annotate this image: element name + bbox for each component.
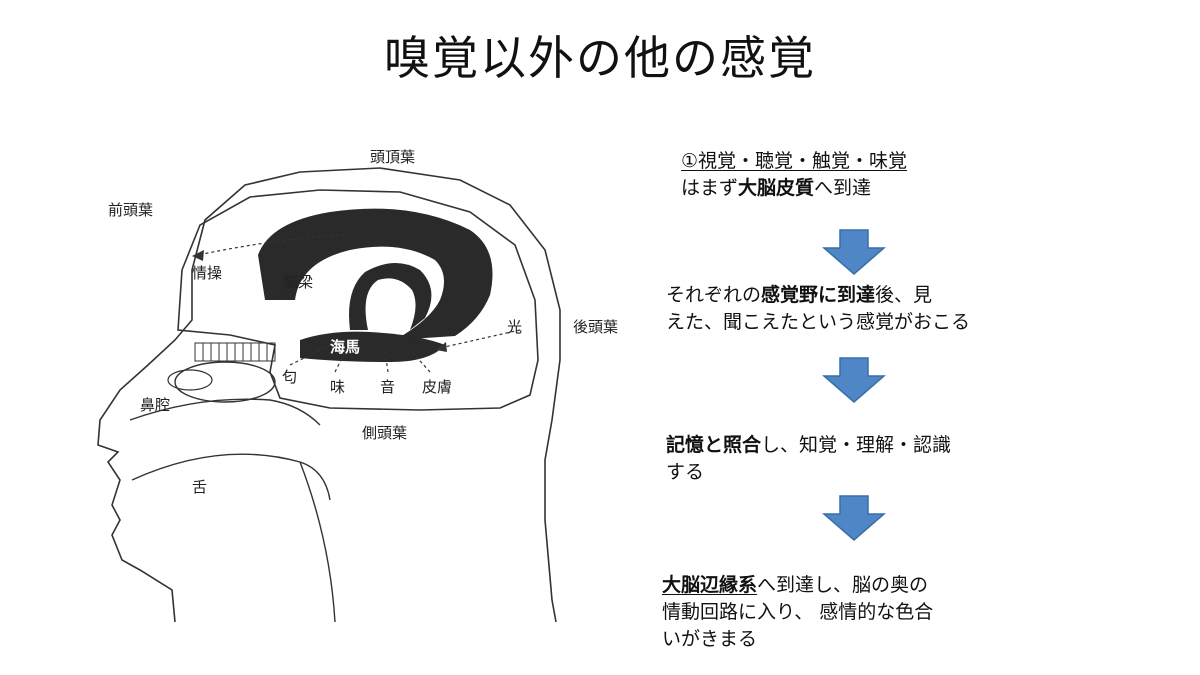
label-tongue: 舌 [192, 478, 207, 496]
step-2-line1: それぞれの感覚野に到達後、見 [666, 282, 970, 309]
fornix-loop [349, 262, 432, 330]
step-3: 記憶と照合し、知覚・理解・認識 する [666, 432, 951, 486]
step-1-line2: はまず大脳皮質へ到達 [681, 175, 907, 202]
down-arrow-3 [822, 495, 886, 541]
label-parietal-lobe: 頭頂葉 [370, 148, 415, 166]
throat-line [299, 461, 336, 623]
label-smell: 匂 [282, 368, 297, 386]
hippocampus-shape [300, 331, 445, 362]
label-sound: 音 [380, 378, 395, 396]
label-nasal-cavity: 鼻腔 [140, 396, 170, 414]
step-1-bold: 大脳皮質 [738, 177, 815, 199]
step-4-line1: 大脳辺縁系へ到達し、脳の奥の [662, 572, 933, 599]
step-4-line3: いがきまる [662, 628, 758, 650]
down-arrow-1 [822, 229, 886, 275]
label-taste: 味 [330, 378, 345, 396]
olfactory-bulb [174, 361, 276, 403]
label-occipital-lobe: 後頭葉 [573, 318, 618, 336]
label-fornix: 脳梁 [283, 273, 313, 291]
palate-curve [129, 398, 321, 426]
arrow-heads [192, 250, 447, 352]
step-4: 大脳辺縁系へ到達し、脳の奥の 情動回路に入り、 感情的な色合 いがきまる [662, 572, 933, 653]
step-4-line2: 情動回路に入り、 感情的な色合 [662, 601, 934, 623]
step-1-post: へ到達 [814, 177, 872, 199]
step-4-post: へ到達し、脳の奥の [757, 574, 929, 596]
step-3-line1: 記憶と照合し、知覚・理解・認識 [666, 432, 951, 459]
label-emotion: 情操 [192, 264, 222, 282]
step-1-pre: はまず [681, 177, 739, 199]
label-hippocampus: 海馬 [330, 338, 360, 356]
page-title: 嗅覚以外の他の感覚 [384, 31, 816, 85]
step-2-post: 後、見 [875, 284, 933, 306]
brain-outline [177, 189, 539, 411]
nasal-turbinate [167, 369, 213, 391]
step-3-bold: 記憶と照合 [666, 434, 762, 456]
step-2: それぞれの感覚野に到達後、見 えた、聞こえたという感覚がおこる [666, 282, 970, 336]
down-arrow-2 [822, 357, 886, 403]
step-3-post: し、知覚・理解・認識 [761, 434, 952, 456]
step-2-line2: えた、聞こえたという感覚がおこる [666, 311, 971, 333]
step-1: ①視覚・聴覚・触覚・味覚 はまず大脳皮質へ到達 [681, 148, 907, 202]
label-light: 光 [507, 318, 522, 336]
head-outline [97, 167, 561, 623]
step-4-bold: 大脳辺縁系 [662, 574, 758, 596]
step-2-bold: 感覚野に到達 [761, 284, 876, 306]
tongue-curve [131, 453, 331, 501]
step-2-pre: それぞれの [666, 284, 762, 306]
label-skin: 皮膚 [422, 378, 452, 396]
brain-diagram: 頭頂葉 前頭葉 後頭葉 側頭葉 情操 脳梁 海馬 光 匂 味 音 皮膚 鼻腔 舌 [97, 148, 618, 623]
limbic-arc [258, 208, 493, 340]
label-temporal-lobe: 側頭葉 [362, 424, 407, 442]
label-frontal-lobe: 前頭葉 [108, 201, 153, 219]
pathway-arrows [197, 234, 521, 373]
olfactory-nerves [194, 342, 276, 362]
step-1-line1: ①視覚・聴覚・触覚・味覚 [681, 150, 908, 172]
step-3-line2: する [666, 461, 705, 483]
